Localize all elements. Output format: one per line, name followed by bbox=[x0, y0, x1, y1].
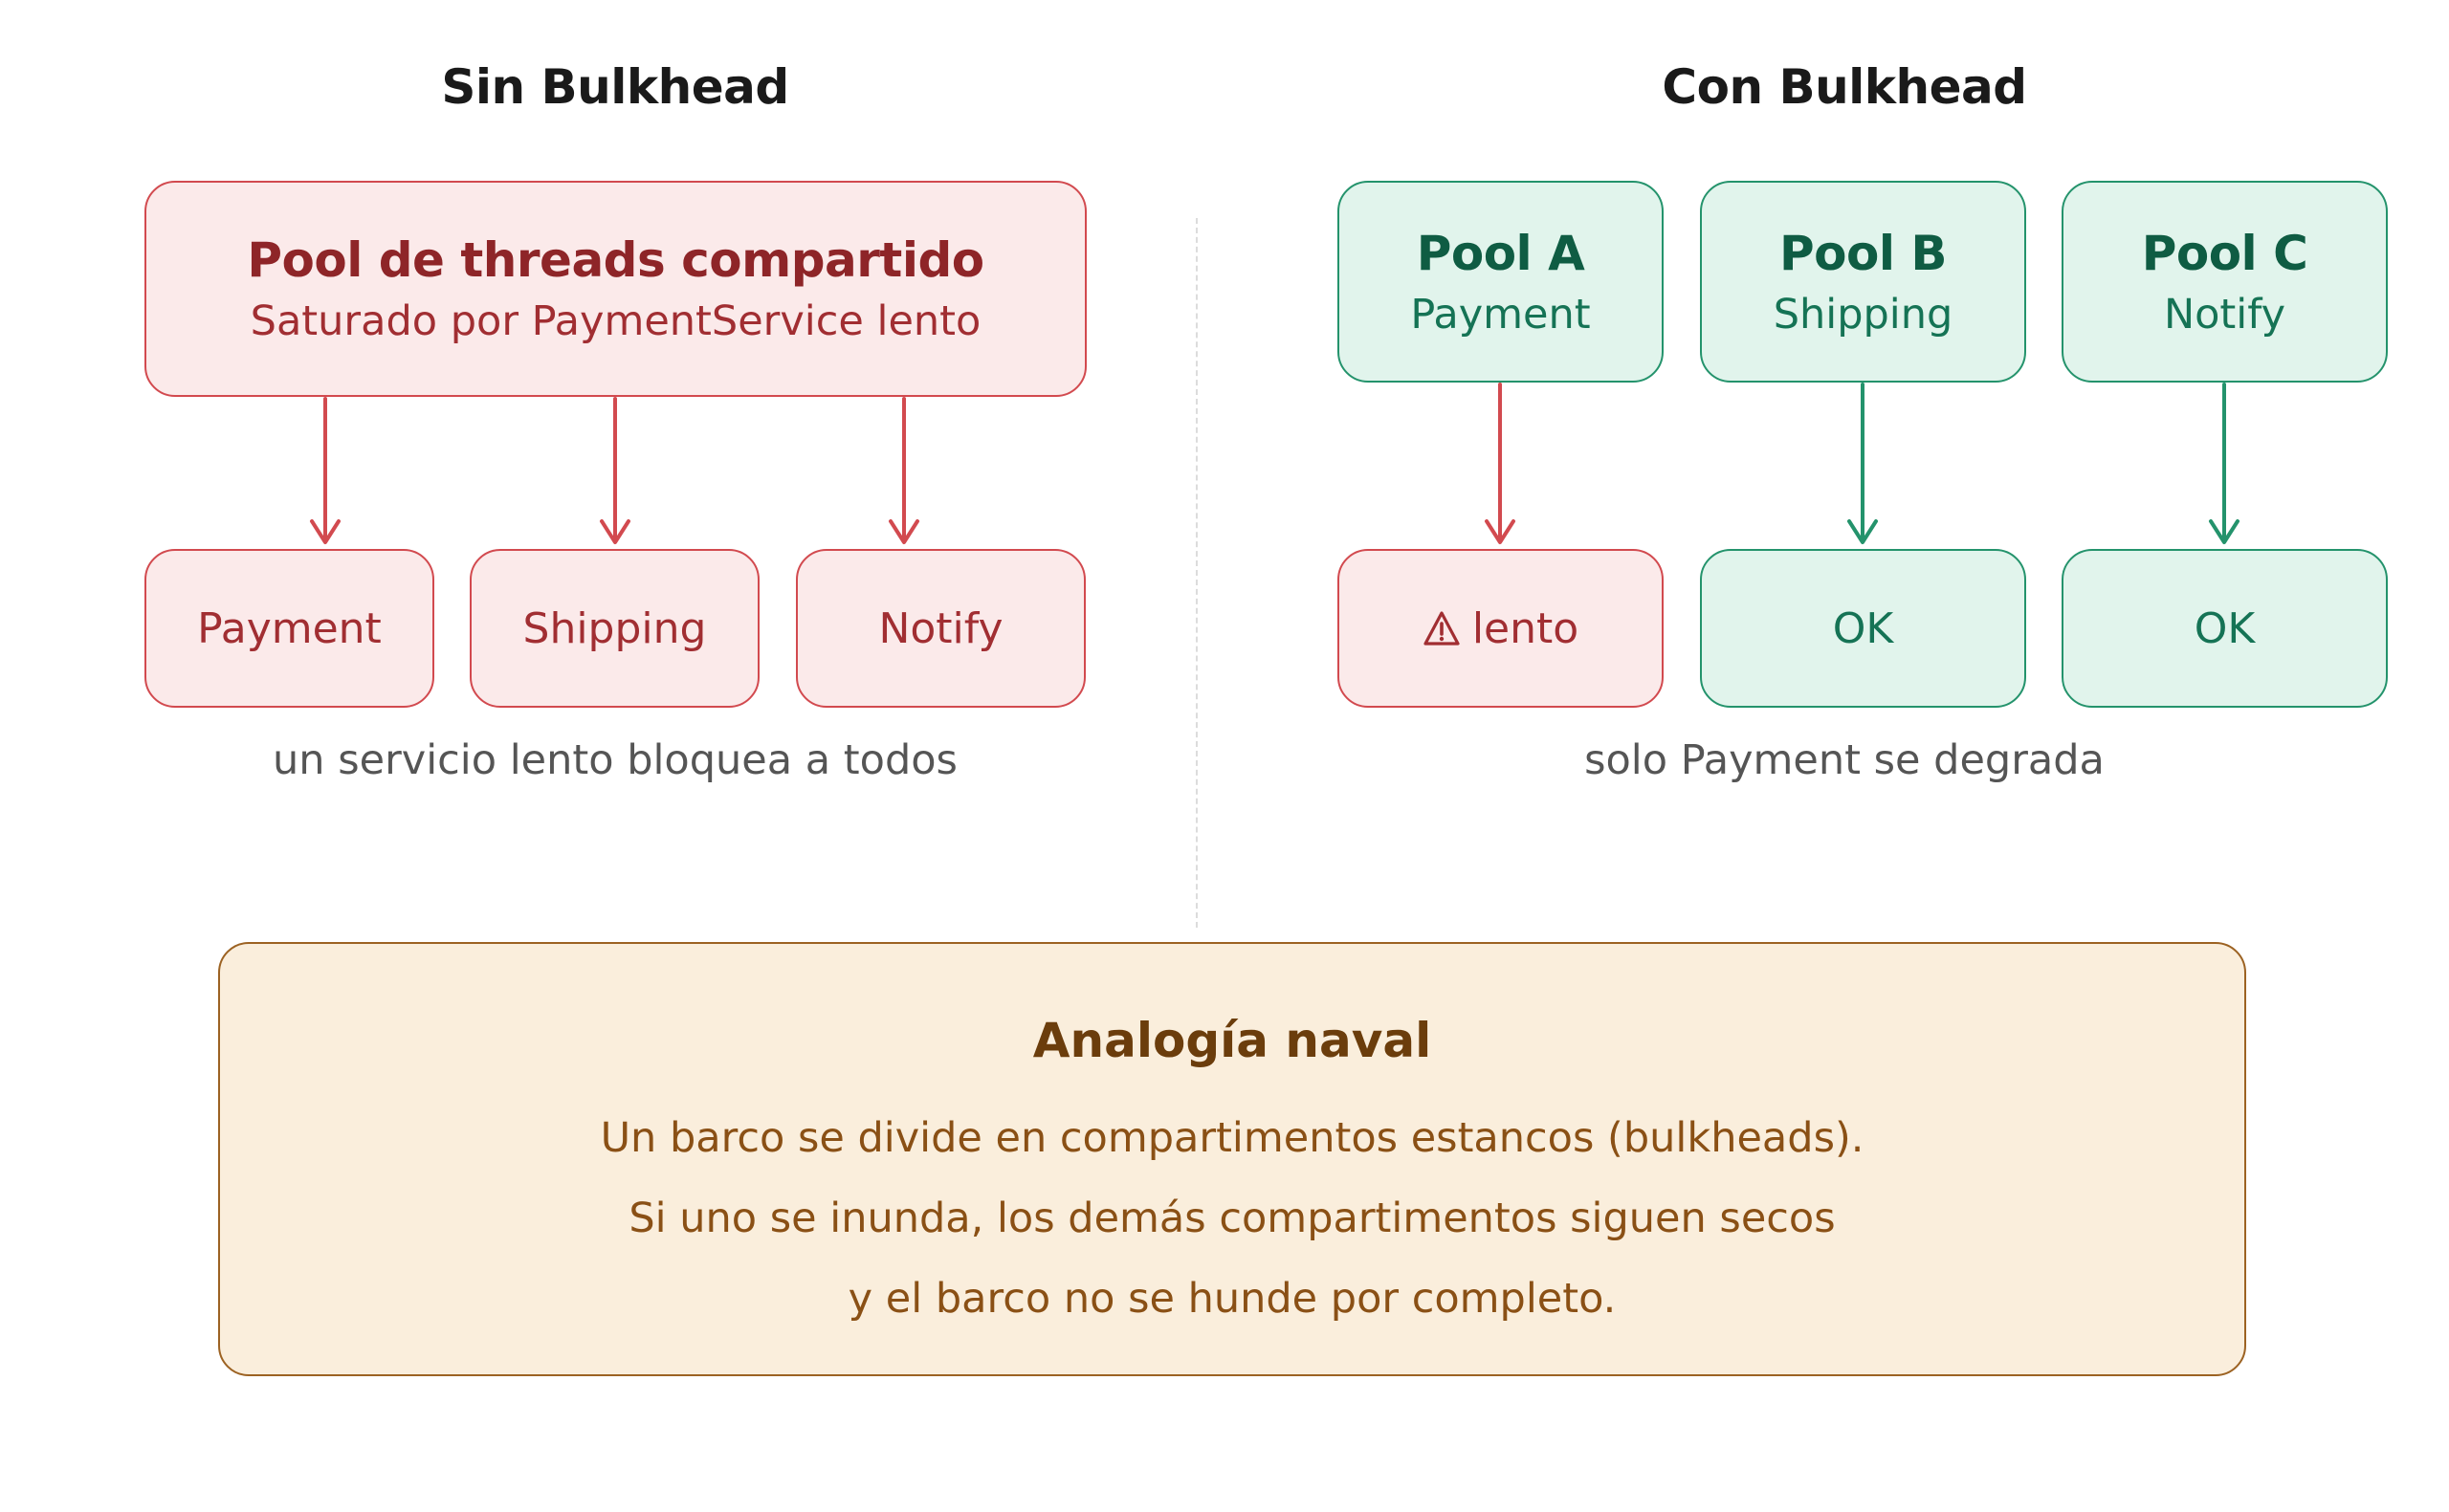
shared-pool-title: Pool de threads compartido bbox=[247, 232, 984, 288]
naval-analogy-line-2: Si uno se inunda, los demás compartiment… bbox=[629, 1194, 1836, 1242]
pool-name: Pool A bbox=[1416, 225, 1585, 281]
pool-name: Pool C bbox=[2141, 225, 2308, 281]
service-label: Notify bbox=[878, 603, 1004, 653]
status-notify-ok: OK bbox=[2062, 549, 2388, 708]
service-shipping-left: Shipping bbox=[470, 549, 760, 708]
pool-b: Pool B Shipping bbox=[1700, 181, 2026, 383]
left-section-title: Sin Bulkhead bbox=[441, 59, 789, 115]
left-caption: un servicio lento bloquea a todos bbox=[273, 736, 958, 784]
pool-service: Shipping bbox=[1773, 290, 1953, 339]
shared-thread-pool: Pool de threads compartido Saturado por … bbox=[144, 181, 1087, 397]
arrow-shared-to-payment bbox=[310, 397, 341, 544]
service-label: Shipping bbox=[522, 603, 707, 653]
warning-icon bbox=[1423, 611, 1460, 646]
arrow-pool-b-to-status bbox=[1847, 383, 1878, 544]
right-caption: solo Payment se degrada bbox=[1584, 736, 2105, 784]
arrow-pool-c-to-status bbox=[2209, 383, 2239, 544]
arrow-shared-to-notify bbox=[889, 397, 919, 544]
status-payment-degraded: lento bbox=[1337, 549, 1664, 708]
pool-c: Pool C Notify bbox=[2062, 181, 2388, 383]
status-label: lento bbox=[1471, 603, 1579, 653]
right-section-title: Con Bulkhead bbox=[1662, 59, 2027, 115]
service-payment-left: Payment bbox=[144, 549, 434, 708]
pool-name: Pool B bbox=[1778, 225, 1948, 281]
naval-analogy-title: Analogía naval bbox=[1032, 1013, 1432, 1068]
naval-analogy-box: Analogía naval Un barco se divide en com… bbox=[218, 942, 2246, 1376]
shared-pool-subtitle: Saturado por PaymentService lento bbox=[250, 297, 982, 345]
service-label: Payment bbox=[197, 603, 382, 653]
arrow-pool-a-to-status bbox=[1485, 383, 1515, 544]
status-label: OK bbox=[1832, 603, 1894, 653]
section-divider bbox=[1196, 218, 1198, 928]
status-label: OK bbox=[2194, 603, 2256, 653]
naval-analogy-line-1: Un barco se divide en compartimentos est… bbox=[600, 1114, 1864, 1162]
pool-service: Notify bbox=[2163, 290, 2286, 339]
pool-service: Payment bbox=[1410, 290, 1591, 339]
naval-analogy-line-3: y el barco no se hunde por completo. bbox=[848, 1275, 1617, 1323]
service-notify-left: Notify bbox=[796, 549, 1086, 708]
pool-a: Pool A Payment bbox=[1337, 181, 1664, 383]
status-shipping-ok: OK bbox=[1700, 549, 2026, 708]
arrow-shared-to-shipping bbox=[600, 397, 630, 544]
